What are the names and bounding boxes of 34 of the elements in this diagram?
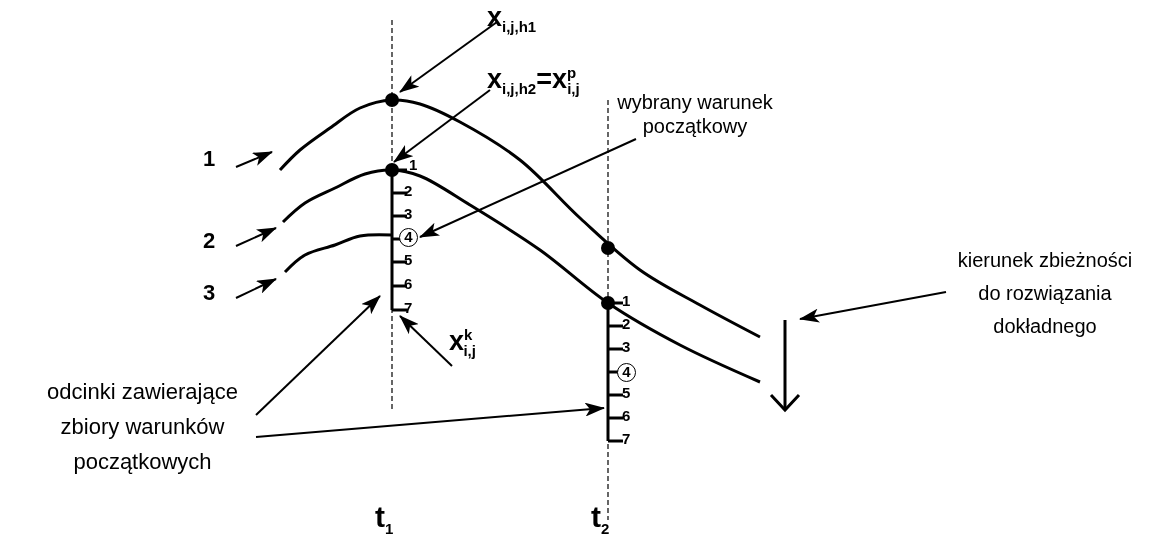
curve-number: 1 <box>203 146 216 172</box>
trajectory-curve <box>281 168 761 384</box>
leader-arrow <box>235 151 273 168</box>
time-label: t$_{1}$ <box>375 500 394 533</box>
tick-number: 6 <box>622 408 631 423</box>
trajectory-curve <box>283 233 393 274</box>
annotation-text: kierunek zbieżności do rozwiązania dokładnego <box>945 244 1145 343</box>
tick-number: 5 <box>404 252 413 267</box>
curve-number: 3 <box>203 280 216 306</box>
tick-number: 2 <box>622 316 631 331</box>
leader-arrow <box>255 402 605 438</box>
annotation-text: odcinki zawierające zbiory warunków początkowych <box>30 374 255 479</box>
tick-number: 3 <box>622 339 631 354</box>
point-marker <box>385 93 399 107</box>
leader-arrow <box>235 278 277 299</box>
leader-arrow <box>799 291 947 323</box>
variable-label: x$_{i,j,h1}$ <box>487 2 537 34</box>
leader-arrow <box>419 138 637 238</box>
tick-segment <box>606 301 623 443</box>
tick-number: 7 <box>622 431 631 446</box>
circled-number: 4 <box>399 228 418 247</box>
tick-number: 5 <box>622 385 631 400</box>
leader-arrow <box>393 89 491 163</box>
tick-number: 7 <box>404 300 413 315</box>
leader-arrow <box>399 315 453 367</box>
leader-arrow <box>399 21 498 93</box>
leader-arrow <box>235 227 277 247</box>
leader-arrow <box>255 295 381 416</box>
curve-number: 2 <box>203 228 216 254</box>
tick-number: 1 <box>622 293 631 308</box>
annotation-text: wybrany warunek początkowy <box>595 90 795 138</box>
direction-arrow <box>769 320 801 413</box>
tick-number: 1 <box>409 157 418 172</box>
time-label: t$_{2}$ <box>591 500 610 533</box>
